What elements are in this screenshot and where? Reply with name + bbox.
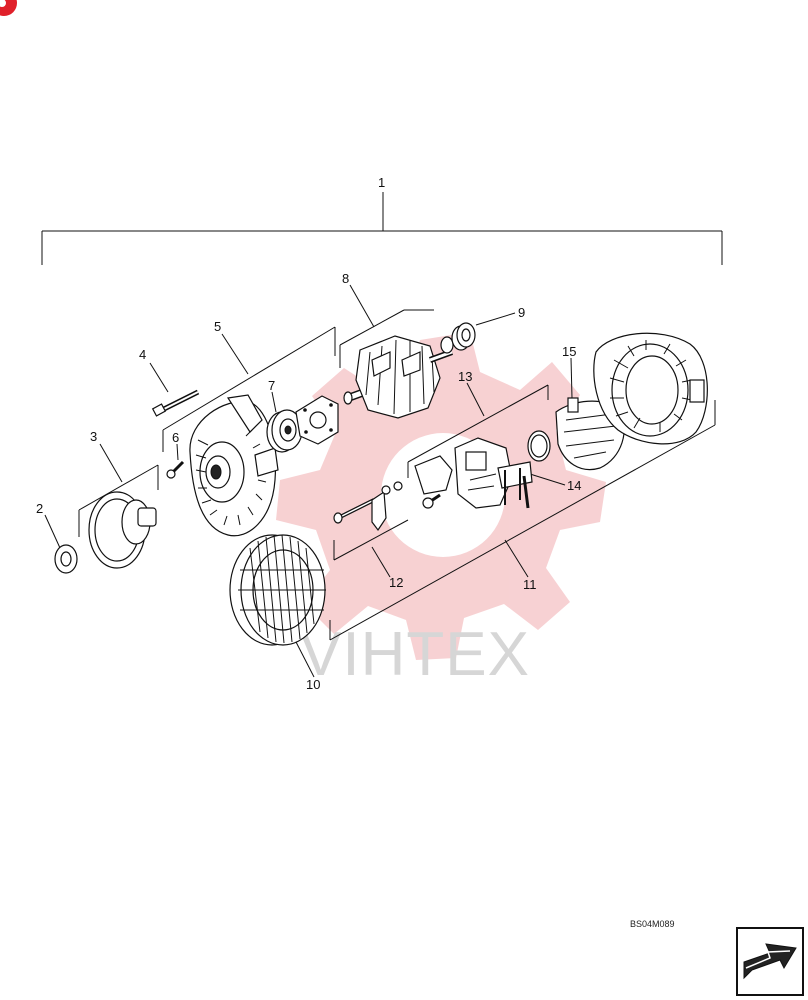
callout-3: 3 xyxy=(90,429,97,444)
sub-assembly-bracket-5 xyxy=(162,326,336,452)
part-13-regulator xyxy=(414,437,533,509)
part-12-terminal-set xyxy=(333,481,441,532)
part-10-stator xyxy=(229,534,326,646)
callout-1: 1 xyxy=(378,175,385,190)
callout-4: 4 xyxy=(139,347,146,362)
o-ring xyxy=(527,430,551,462)
callout-11: 11 xyxy=(523,577,537,592)
callout-2: 2 xyxy=(36,501,43,516)
part-5-front-housing xyxy=(189,394,279,537)
assembly-bracket xyxy=(41,192,723,265)
callout-15: 15 xyxy=(562,344,576,359)
sub-assembly-bracket-11 xyxy=(329,400,716,641)
callout-13: 13 xyxy=(458,369,472,384)
part-9-bearing xyxy=(440,322,476,354)
part-4-bolt xyxy=(151,389,200,417)
callout-12: 12 xyxy=(389,575,403,590)
watermark-text: VIHTEX xyxy=(300,620,530,689)
leader-lines xyxy=(44,284,573,678)
next-page-button[interactable] xyxy=(736,927,804,996)
callout-5: 5 xyxy=(214,319,221,334)
corner-badge-icon xyxy=(0,0,17,16)
watermark-gear-icon xyxy=(276,332,606,660)
part-2-nut xyxy=(54,544,78,574)
sub-assembly-bracket-12 xyxy=(333,384,549,561)
callout-6: 6 xyxy=(172,430,179,445)
callout-14: 14 xyxy=(567,478,581,493)
arrow-next-icon xyxy=(743,943,797,980)
part-14-screw xyxy=(522,475,530,509)
part-7-bearing xyxy=(266,409,303,453)
callout-9: 9 xyxy=(518,305,525,320)
callout-7: 7 xyxy=(268,378,275,393)
sub-assembly-bracket-8 xyxy=(339,309,434,368)
sub-assembly-bracket-3 xyxy=(78,464,159,537)
retainer-plate xyxy=(295,395,339,445)
callout-labels: 1 2 3 4 5 6 7 8 9 10 11 12 13 14 15 xyxy=(36,175,581,692)
part-3-pulley xyxy=(88,491,157,569)
part-8-rotor xyxy=(343,335,454,419)
part-6-screw xyxy=(166,460,185,479)
drawing-code: BS04M089 xyxy=(630,919,675,929)
part-11-rear-housing xyxy=(593,332,708,445)
callout-10: 10 xyxy=(306,677,320,692)
callout-8: 8 xyxy=(342,271,349,286)
